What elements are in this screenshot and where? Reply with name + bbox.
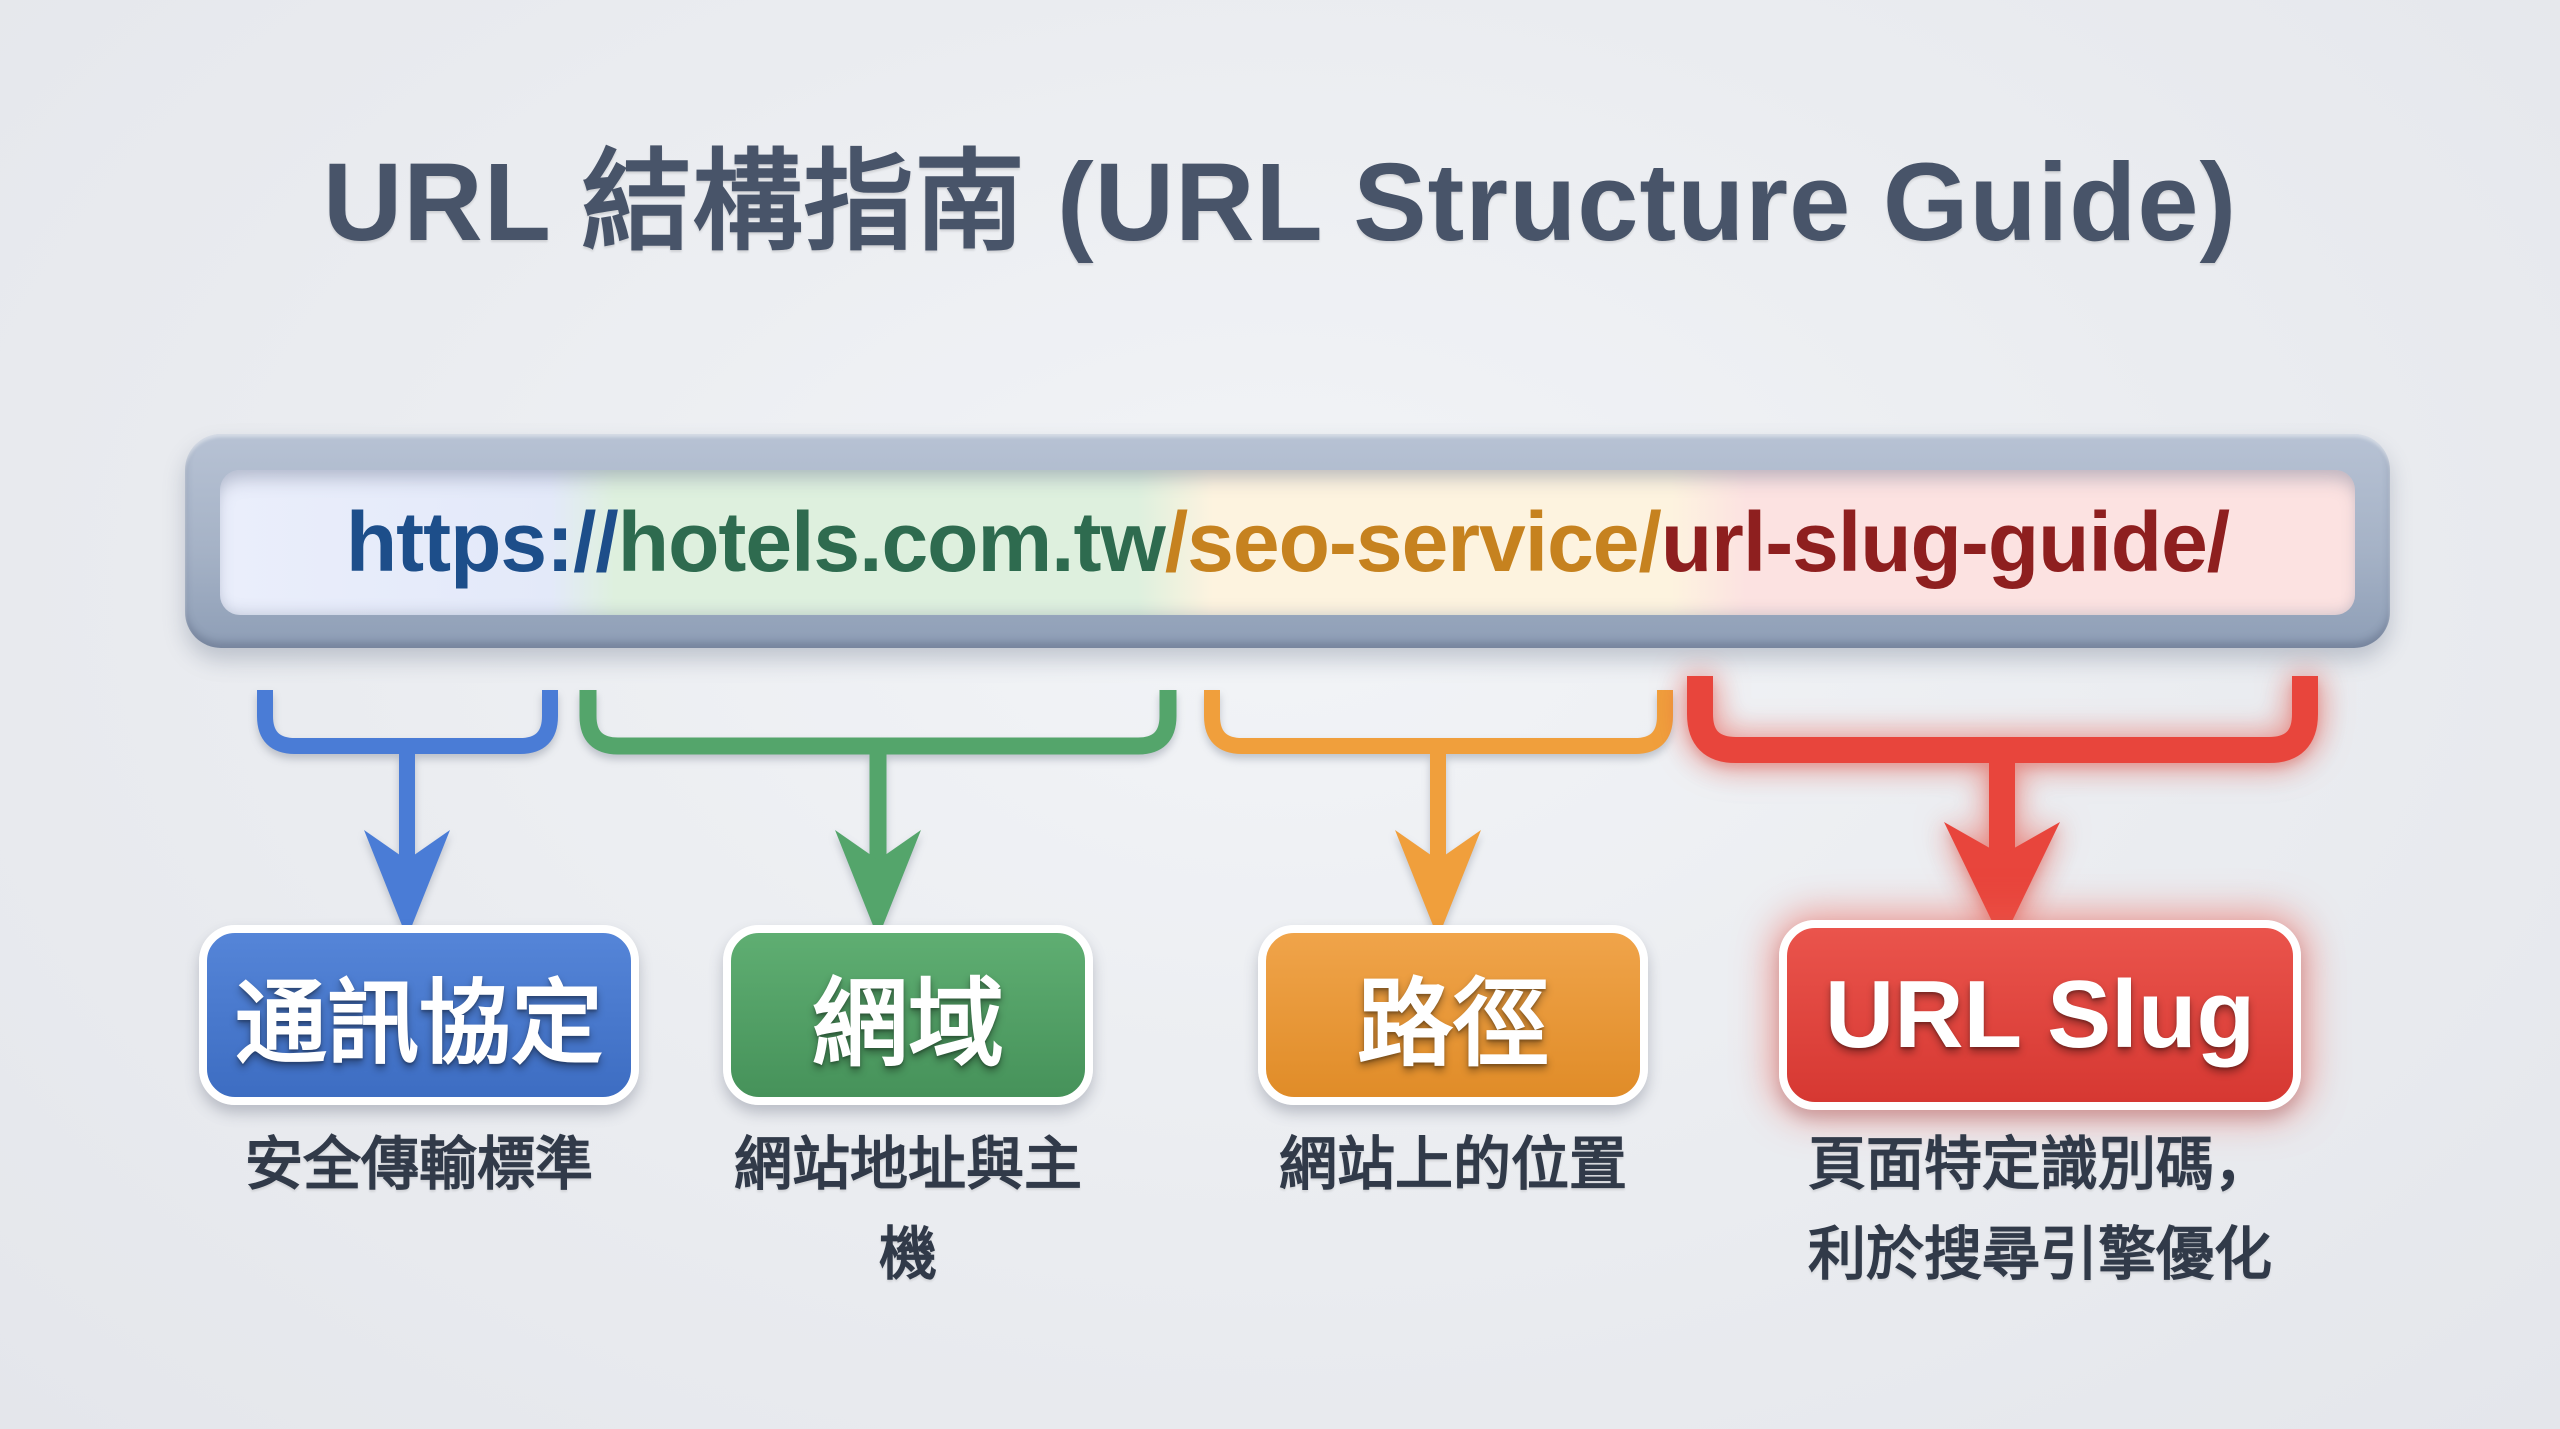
url-segment-protocol: https://	[345, 495, 619, 589]
url-bar: https://hotels.com.tw/seo-service/url-sl…	[185, 434, 2390, 648]
path-label-box: 路徑	[1258, 925, 1648, 1105]
protocol-label-box: 通訊協定	[199, 925, 639, 1105]
description-line: 頁面特定識別碼，	[1807, 1132, 2272, 1197]
url-segment-domain: hotels.com.tw	[617, 495, 1166, 589]
slug-description: 頁面特定識別碼， 利於搜尋引擎優化	[1724, 1120, 2356, 1300]
description-line: 利於搜尋引擎優化	[1807, 1221, 2272, 1287]
url-segment-path: /seo-service/	[1164, 495, 1662, 589]
domain-label: 網域	[812, 970, 1004, 1078]
description-line: 網站上的位置	[1278, 1132, 1627, 1197]
description-line: 安全傳輸標準	[244, 1132, 593, 1197]
protocol-bracket-arrow-icon	[257, 690, 558, 938]
description-line: 網站地址與主機	[733, 1132, 1082, 1287]
url-text: https://hotels.com.tw/seo-service/url-sl…	[345, 494, 2230, 591]
page-title: URL 結構指南 (URL Structure Guide)	[322, 141, 2238, 264]
slug-label-box: URL Slug	[1779, 920, 2301, 1110]
path-description: 網站上的位置	[1258, 1120, 1648, 1210]
protocol-label: 通訊協定	[234, 972, 603, 1075]
domain-bracket-arrow-icon	[579, 690, 1177, 938]
protocol-description: 安全傳輸標準	[199, 1120, 639, 1210]
slug-label: URL Slug	[1824, 961, 2256, 1068]
url-segment-slug: url-slug-guide/	[1660, 495, 2230, 589]
slug-bracket-arrow-icon	[1687, 676, 2318, 942]
path-label: 路徑	[1357, 970, 1549, 1078]
domain-label-box: 網域	[723, 925, 1093, 1105]
url-address-field: https://hotels.com.tw/seo-service/url-sl…	[220, 470, 2355, 615]
bracket-arrows	[257, 676, 2318, 942]
domain-description: 網站地址與主機	[723, 1120, 1093, 1300]
path-bracket-arrow-icon	[1204, 690, 1673, 938]
